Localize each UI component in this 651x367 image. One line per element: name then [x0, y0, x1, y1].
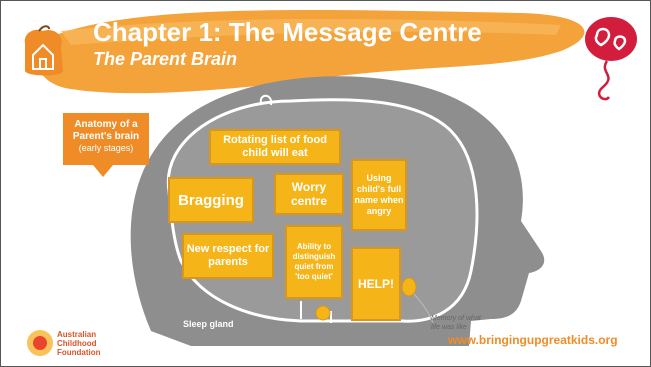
logo-line3: Foundation — [57, 348, 101, 357]
page-subtitle: The Parent Brain — [93, 49, 238, 69]
logo-line2: Childhood — [57, 339, 97, 348]
callout-line2: Parent's brain — [72, 131, 140, 142]
logo-line1: Australian — [57, 330, 97, 339]
acf-logo: Australian Childhood Foundation — [27, 328, 147, 362]
house-icon — [24, 25, 63, 76]
region-worry-label: Worry centre — [290, 180, 328, 208]
title-banner — [36, 10, 585, 94]
region-full-name-label: Using child's full name when angry — [354, 173, 404, 216]
page-title: Chapter 1: The Message Centre — [93, 17, 482, 47]
region-quiet-label: Ability to distinguish quiet from 'too q… — [292, 242, 336, 281]
website-link[interactable]: www.bringingupgreatkids.org — [448, 333, 618, 347]
callout-line1: Anatomy of a — [74, 119, 138, 130]
region-help-label: HELP! — [358, 277, 394, 291]
sleep-gland-label: Sleep gland — [183, 319, 234, 329]
anatomy-callout: Anatomy of a Parent's brain (early stage… — [63, 113, 149, 165]
region-respect: New respect for parents — [182, 233, 274, 279]
region-food-list: Rotating list of food child will eat — [209, 129, 341, 165]
region-help: HELP! — [351, 247, 401, 321]
acf-logo-icon — [27, 330, 53, 356]
memory-label: Memory of what life was like — [431, 315, 481, 331]
region-respect-label: New respect for parents — [186, 243, 270, 268]
callout-line3: (early stages) — [78, 143, 134, 153]
callout-tail — [93, 165, 113, 177]
hearts-balloon-icon — [585, 17, 637, 101]
region-quiet: Ability to distinguish quiet from 'too q… — [285, 225, 343, 299]
region-food-list-label: Rotating list of food child will eat — [223, 134, 327, 159]
region-worry: Worry centre — [274, 173, 344, 215]
region-bragging: Bragging — [168, 177, 254, 223]
region-full-name: Using child's full name when angry — [351, 159, 407, 231]
acf-logo-text: Australian Childhood Foundation — [57, 330, 101, 357]
region-bragging-label: Bragging — [178, 191, 244, 209]
